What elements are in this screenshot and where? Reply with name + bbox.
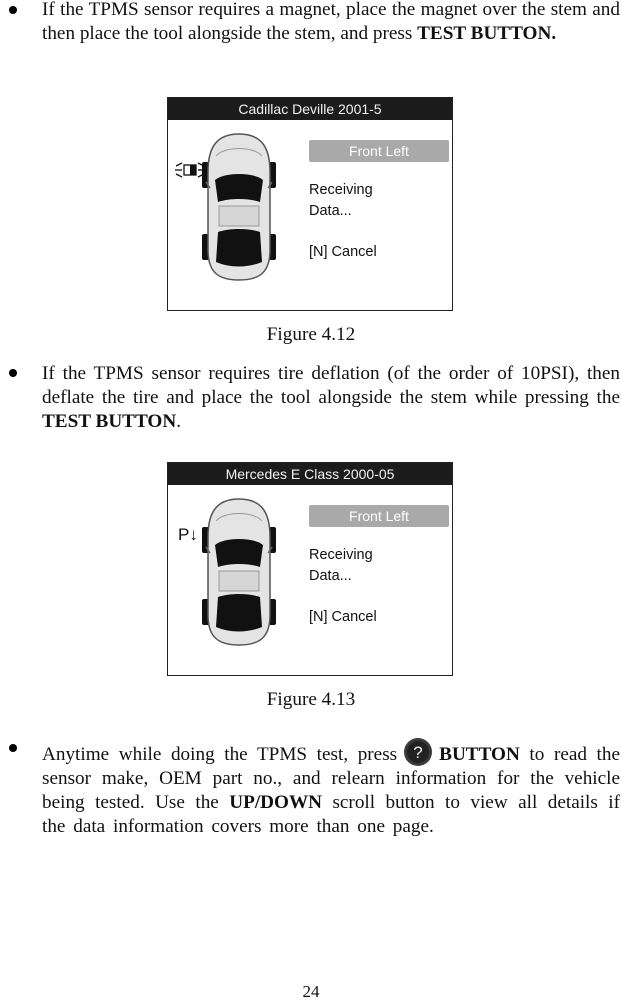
status-text: Receiving Data...	[309, 180, 373, 222]
bullet-dot	[9, 6, 17, 14]
paragraph: If the TPMS sensor requires a magnet, pl…	[42, 0, 620, 46]
figure-caption: Figure 4.12	[266, 324, 356, 345]
paragraph-bold: UP/DOWN	[229, 792, 322, 813]
cancel-hint: [N] Cancel	[309, 244, 377, 260]
figure-caption: Figure 4.13	[266, 689, 356, 710]
paragraph-text: Anytime while doing the TPMS test, press	[42, 744, 398, 765]
bullet-dot	[9, 744, 17, 752]
bullet-dot	[9, 369, 17, 377]
paragraph-text: If the TPMS sensor requires a magnet, pl…	[42, 0, 620, 44]
car-top-view-icon	[202, 132, 276, 282]
page-number: 24	[302, 982, 320, 1001]
help-icon: ?	[403, 737, 433, 767]
tire-position-label: Front Left	[309, 140, 449, 162]
status-line: Data...	[309, 203, 352, 219]
paragraph: Anytime while doing the TPMS test, press…	[42, 737, 620, 839]
paragraph-text: If the TPMS sensor requires tire deflati…	[42, 363, 620, 408]
device-screen-figure-4-12: Cadillac Deville 2001-5 Front Left	[167, 97, 453, 311]
screen-title: Mercedes E Class 2000-05	[168, 463, 452, 485]
status-line: Data...	[309, 568, 352, 584]
screen-title: Cadillac Deville 2001-5	[168, 98, 452, 120]
status-text: Receiving Data...	[309, 545, 373, 587]
car-top-view-icon	[202, 497, 276, 647]
status-line: Receiving	[309, 182, 373, 198]
paragraph-text: scroll button to view all details if the…	[42, 792, 621, 837]
tire-position-label: Front Left	[309, 505, 449, 527]
paragraph-bold: TEST BUTTON.	[417, 23, 557, 44]
paragraph: If the TPMS sensor requires tire deflati…	[42, 362, 620, 434]
svg-text:?: ?	[413, 743, 422, 762]
paragraph-text: .	[176, 411, 181, 432]
paragraph-text: to read the sensor make, OEM part no., a…	[42, 744, 620, 813]
pressure-down-icon: P↓	[178, 525, 198, 544]
paragraph-bold: TEST BUTTON	[42, 411, 177, 432]
status-line: Receiving	[309, 547, 373, 563]
paragraph-bold: BUTTON	[439, 744, 520, 765]
device-screen-figure-4-13: Mercedes E Class 2000-05 P↓ Front Left R…	[167, 462, 453, 676]
cancel-hint: [N] Cancel	[309, 609, 377, 625]
